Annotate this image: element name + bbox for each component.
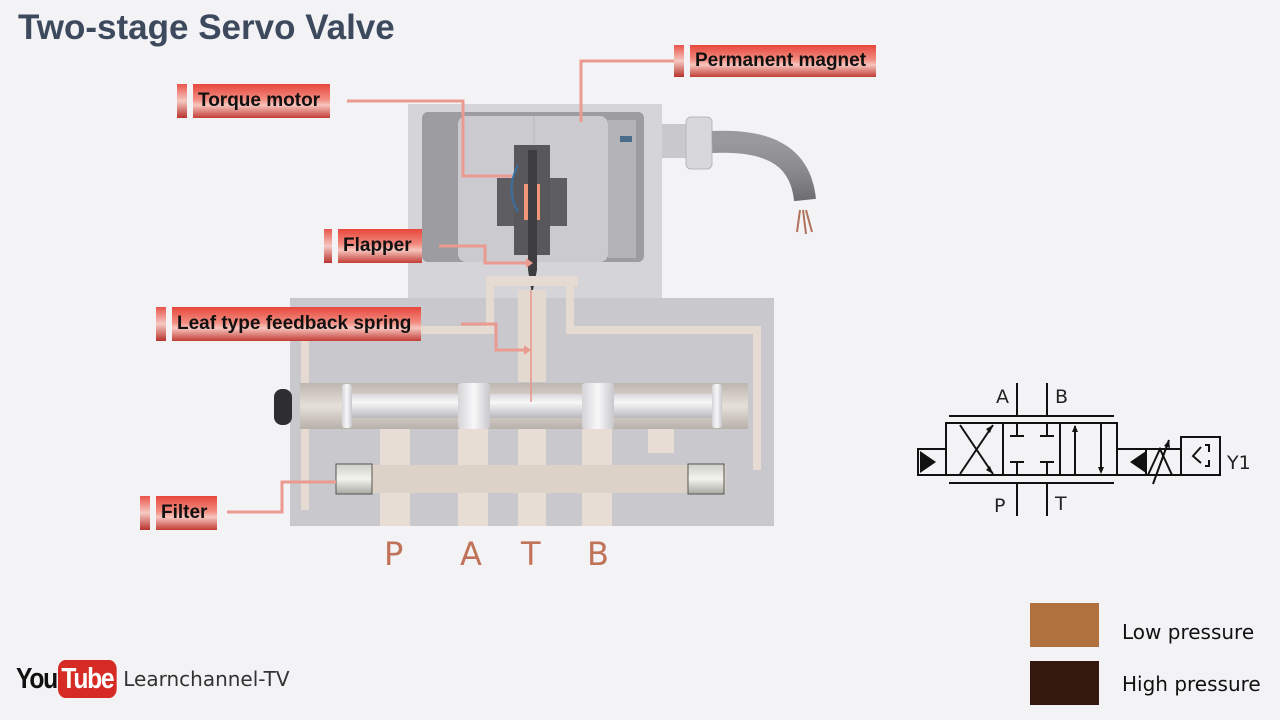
callout-permanent-magnet: Permanent magnet — [674, 45, 877, 77]
callout-label: Leaf type feedback spring — [172, 307, 422, 341]
solenoid-label: Y1 — [1227, 452, 1251, 474]
legend-swatch-high-pressure — [1030, 661, 1099, 705]
leader-lines — [227, 59, 676, 514]
legend-label-low-pressure: Low pressure — [1122, 620, 1255, 644]
callout-label: Flapper — [338, 229, 422, 263]
symbol-port-t: T — [1055, 493, 1067, 515]
port-label-p: P — [384, 535, 404, 573]
callout-torque-motor: Torque motor — [177, 84, 331, 118]
cable-connector — [662, 116, 816, 235]
youtube-logo-you: You — [16, 662, 58, 695]
page-title: Two-stage Servo Valve — [18, 8, 395, 47]
callout-label: Torque motor — [193, 84, 331, 118]
symbol-port-p: P — [994, 495, 1006, 517]
youtube-logo-tube: Tube — [58, 660, 117, 698]
callout-feedback-spring: Leaf type feedback spring — [156, 307, 422, 341]
port-label-a: A — [460, 535, 482, 573]
callout-label: Filter — [156, 496, 218, 530]
callout-flapper: Flapper — [324, 229, 422, 263]
channel-name: Learnchannel-TV — [123, 667, 290, 691]
youtube-branding: You Tube Learnchannel-TV — [16, 660, 290, 698]
valve-body — [274, 276, 774, 526]
port-label-b: B — [587, 535, 609, 573]
port-label-t: T — [521, 535, 541, 573]
legend-swatch-low-pressure — [1030, 603, 1099, 647]
symbol-port-a: A — [996, 386, 1009, 408]
symbol-port-b: B — [1055, 386, 1069, 408]
legend-label-high-pressure: High pressure — [1122, 672, 1261, 696]
torque-motor-housing — [408, 104, 662, 300]
callout-filter: Filter — [140, 496, 218, 530]
callout-label: Permanent magnet — [690, 45, 877, 77]
